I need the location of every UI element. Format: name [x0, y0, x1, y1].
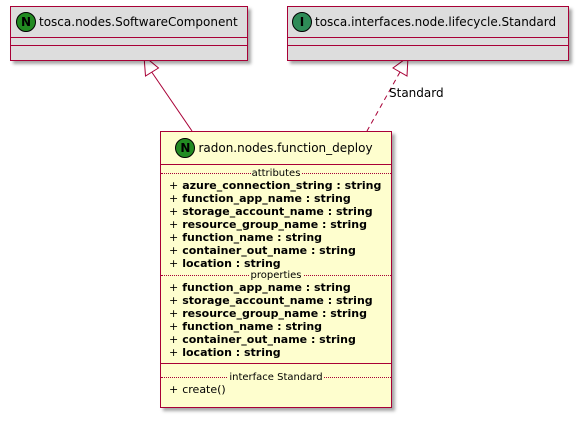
visibility-marker: + — [169, 333, 179, 346]
member-name: function_app_name : string — [182, 281, 351, 294]
visibility-marker: + — [169, 346, 179, 359]
member-name: storage_account_name : string — [182, 205, 373, 218]
interface-section-label: interface Standard — [228, 372, 324, 383]
member-name: azure_connection_string : string — [182, 179, 382, 192]
lifecycle-interface-class[interactable]: I tosca.interfaces.node.lifecycle.Standa… — [287, 6, 569, 61]
class-header: N tosca.nodes.SoftwareComponent — [11, 7, 247, 38]
visibility-marker: + — [169, 218, 179, 231]
visibility-marker: + — [169, 294, 179, 307]
member-name: location : string — [182, 257, 281, 270]
member-name: container_out_name : string — [182, 333, 356, 346]
operation-name: create() — [182, 383, 226, 396]
member-row: +storage_account_name : string — [161, 205, 391, 218]
visibility-marker: + — [169, 231, 179, 244]
methods-divider — [161, 363, 391, 364]
member-row: +location : string — [161, 346, 391, 359]
function-deploy-class[interactable]: N radon.nodes.function_deploy attributes… — [160, 131, 392, 408]
visibility-marker: + — [169, 179, 179, 192]
realization-line — [366, 71, 401, 132]
visibility-marker: + — [169, 205, 179, 218]
empty-methods-section — [288, 46, 568, 53]
class-header: I tosca.interfaces.node.lifecycle.Standa… — [288, 7, 568, 38]
attributes-list: +azure_connection_string : string+functi… — [161, 179, 391, 270]
properties-separator: properties — [161, 270, 391, 281]
visibility-marker: + — [169, 257, 179, 270]
member-row: +function_name : string — [161, 231, 391, 244]
class-name: tosca.nodes.SoftwareComponent — [39, 15, 238, 29]
realization-label: Standard — [389, 86, 444, 100]
member-name: resource_group_name : string — [182, 218, 367, 231]
member-row: +resource_group_name : string — [161, 218, 391, 231]
empty-methods-section — [11, 46, 247, 53]
visibility-marker: + — [169, 307, 179, 320]
software-component-class[interactable]: N tosca.nodes.SoftwareComponent — [10, 6, 248, 61]
member-row: +function_app_name : string — [161, 192, 391, 205]
member-row: +location : string — [161, 257, 391, 270]
visibility-marker: + — [169, 383, 179, 396]
operations-list: +create() — [161, 383, 391, 396]
realization-arrowhead — [392, 55, 409, 77]
attributes-section-label: attributes — [250, 168, 302, 179]
visibility-marker: + — [169, 244, 179, 257]
empty-attributes-section — [288, 38, 568, 46]
member-row: +function_name : string — [161, 320, 391, 333]
visibility-marker: + — [169, 192, 179, 205]
member-row: +container_out_name : string — [161, 333, 391, 346]
properties-list: +function_app_name : string+storage_acco… — [161, 281, 391, 359]
member-name: function_name : string — [182, 320, 323, 333]
properties-section-label: properties — [249, 270, 303, 281]
member-name: resource_group_name : string — [182, 307, 367, 320]
member-name: function_name : string — [182, 231, 323, 244]
member-name: storage_account_name : string — [182, 294, 373, 307]
member-row: +function_app_name : string — [161, 281, 391, 294]
inheritance-line — [150, 70, 193, 132]
interface-separator: interface Standard — [161, 372, 391, 383]
member-row: +storage_account_name : string — [161, 294, 391, 307]
operation-row: +create() — [161, 383, 391, 396]
inheritance-arrowhead — [143, 54, 160, 77]
visibility-marker: + — [169, 281, 179, 294]
attributes-separator: attributes — [161, 168, 391, 179]
stereotype-n-icon: N — [175, 138, 196, 158]
empty-attributes-section — [11, 38, 247, 46]
class-header: N radon.nodes.function_deploy — [161, 132, 391, 165]
member-row: +resource_group_name : string — [161, 307, 391, 320]
member-name: function_app_name : string — [182, 192, 351, 205]
member-row: +container_out_name : string — [161, 244, 391, 257]
member-row: +azure_connection_string : string — [161, 179, 391, 192]
visibility-marker: + — [169, 320, 179, 333]
member-name: container_out_name : string — [182, 244, 356, 257]
stereotype-n-icon: N — [16, 12, 36, 32]
class-name: radon.nodes.function_deploy — [198, 141, 373, 155]
stereotype-i-icon: I — [292, 12, 312, 32]
class-name: tosca.interfaces.node.lifecycle.Standard — [315, 15, 557, 29]
member-name: location : string — [182, 346, 281, 359]
